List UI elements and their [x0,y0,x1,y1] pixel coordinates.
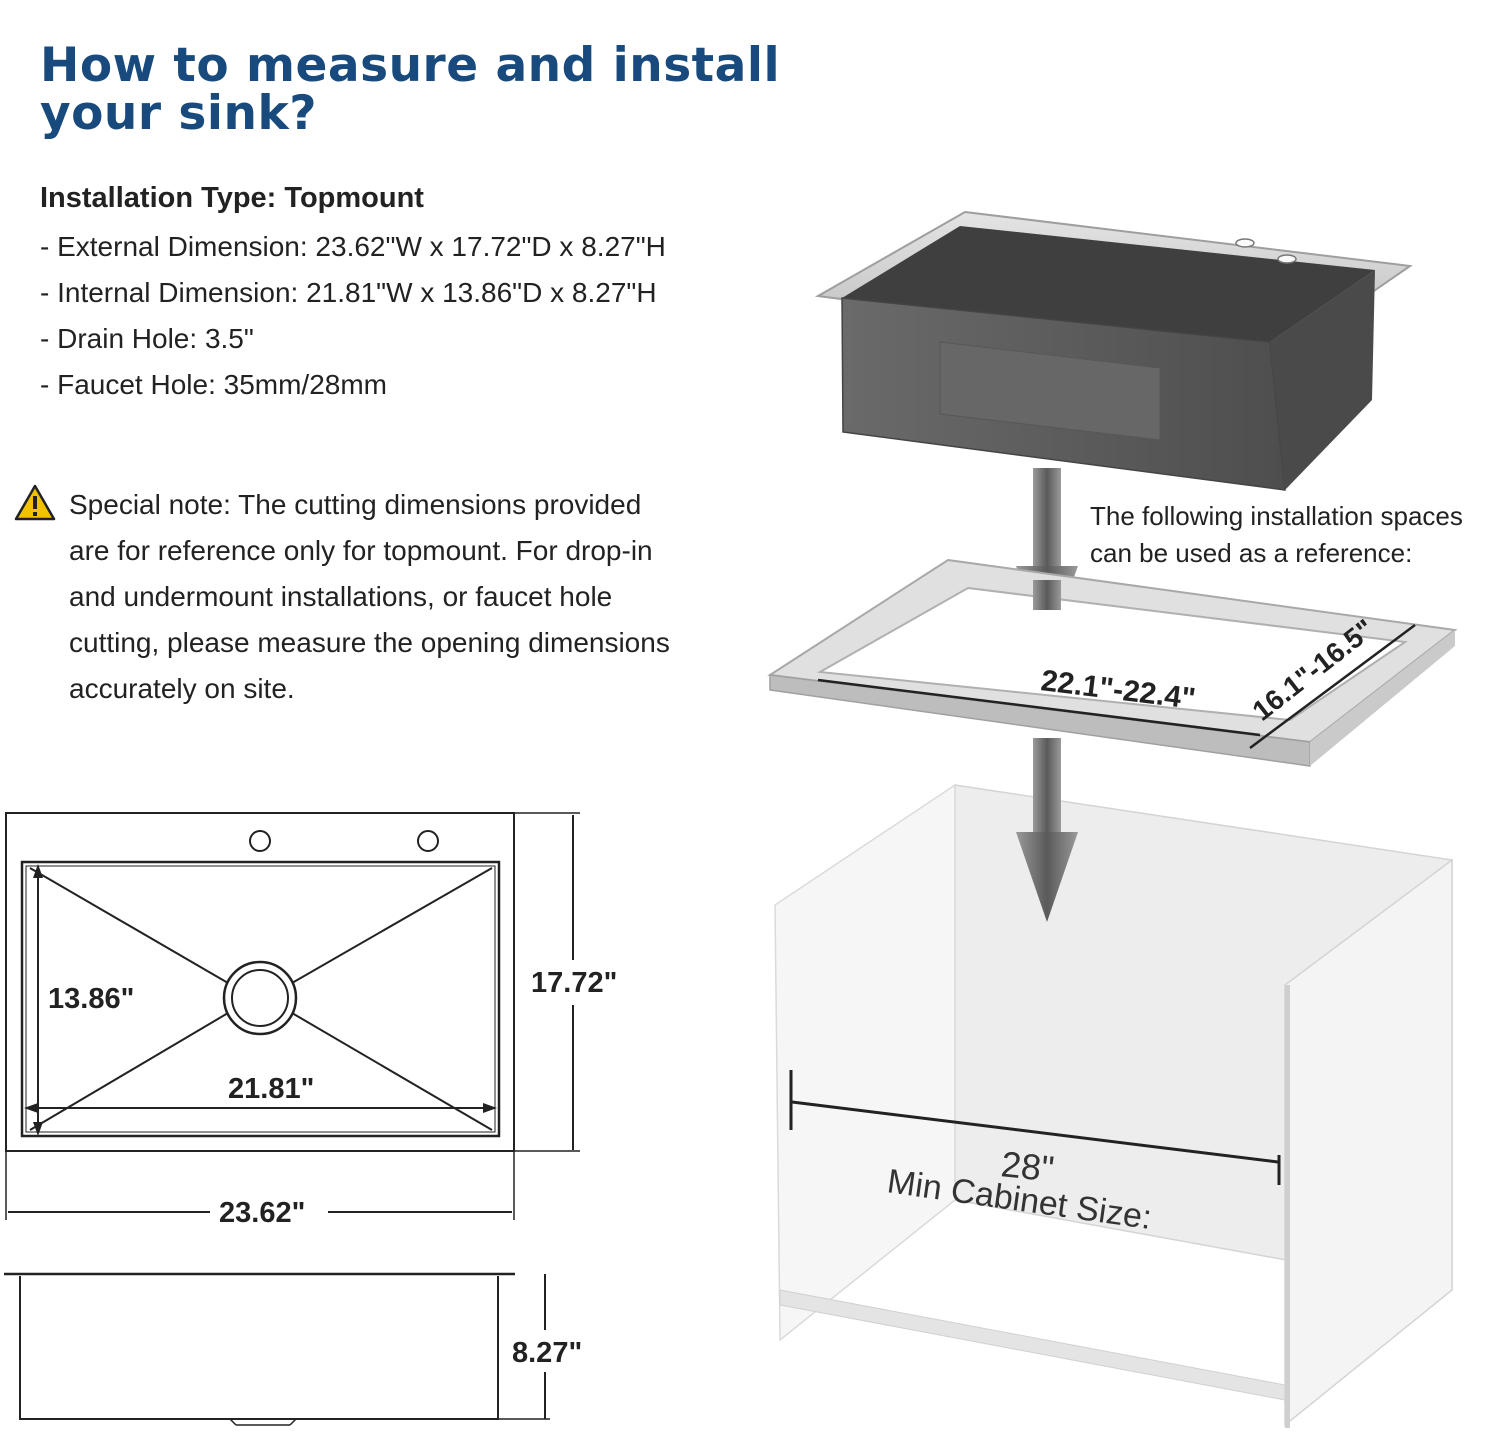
cutout-frame [767,558,1458,767]
note-line: cutting, please measure the opening dime… [69,627,670,658]
note-line: Special note: The cutting dimensions pro… [69,489,642,520]
reference-line: The following installation spaces [1090,501,1463,531]
spec-drain-hole: - Drain Hole: 3.5" [40,323,254,354]
special-note: Special note: The cutting dimensions pro… [14,482,774,712]
outer-depth-label: 17.72" [531,967,617,999]
height-label: 8.27" [512,1337,582,1369]
note-line: are for reference only for topmount. For… [69,535,653,566]
sink-side-view [4,1272,550,1426]
cabinet-width-label: 28" [999,1143,1056,1189]
reference-line: can be used as a reference: [1090,538,1413,568]
faucet-hole-icon [1235,238,1255,248]
spec-list: Installation Type: Topmount - External D… [40,178,800,408]
sink-3d [814,210,1413,491]
spec-faucet-hole: - Faucet Hole: 35mm/28mm [40,369,387,400]
cabinet-width-line [791,1100,1279,1164]
down-arrow-icon [1033,580,1061,610]
drain-icon [222,960,298,1036]
installation-type: Installation Type: Topmount [40,182,424,214]
inner-depth-label: 13.86" [48,983,134,1015]
spec-internal-dimension: - Internal Dimension: 21.81"W x 13.86"D … [40,277,657,308]
note-line: and undermount installations, or faucet … [69,581,613,612]
cutout-width-line [817,678,1261,737]
page-title: How to measure and install your sink? [40,38,781,141]
cabinet [774,783,1453,1428]
warning-icon [14,484,56,521]
sink-top-view [5,812,580,1220]
cutout-depth-line [1249,623,1416,750]
faucet-hole-icon [417,830,439,852]
faucet-hole-icon [1277,254,1297,264]
note-line: accurately on site. [69,673,295,704]
inner-width-label: 21.81" [228,1073,314,1105]
spec-external-dimension: - External Dimension: 23.62"W x 17.72"D … [40,231,666,262]
outer-width-label: 23.62" [219,1197,305,1229]
reference-note: The following installation spaces can be… [1090,498,1500,572]
down-arrow-icon [1016,738,1078,922]
faucet-hole-icon [249,830,271,852]
